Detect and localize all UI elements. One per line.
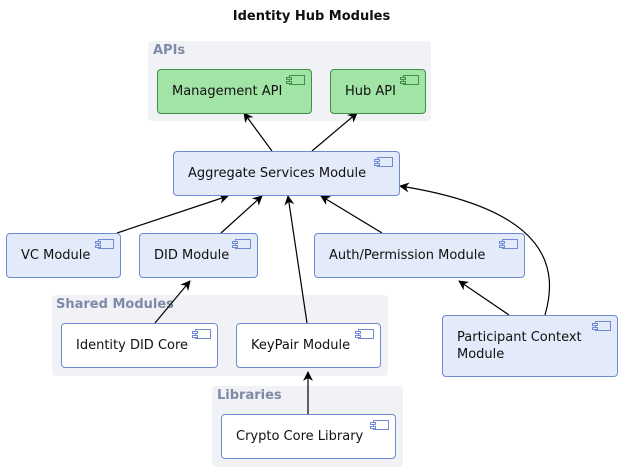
component-icon xyxy=(499,239,518,249)
vc-module-component[interactable]: VC Module xyxy=(6,233,121,278)
diagram-title: Identity Hub Modules xyxy=(232,9,391,24)
vc-module-label: VC Module xyxy=(21,248,91,263)
keypair-module-component[interactable]: KeyPair Module xyxy=(236,323,381,368)
group-apis-label: APIs xyxy=(153,43,186,58)
auth-permission-module-component[interactable]: Auth/Permission Module xyxy=(314,233,525,278)
arrow-vc-to-aggregate xyxy=(116,194,229,234)
crypto-core-library-label: Crypto Core Library xyxy=(236,429,364,444)
arrow-identity-did-core-to-did xyxy=(154,280,191,324)
aggregate-services-module-component[interactable]: Aggregate Services Module xyxy=(173,151,400,196)
identity-did-core-label: Identity DID Core xyxy=(76,338,189,353)
aggregate-services-module-label: Aggregate Services Module xyxy=(188,166,367,181)
component-icon xyxy=(232,239,251,249)
component-icon xyxy=(400,75,419,85)
component-icon xyxy=(286,75,305,85)
auth-permission-module-label: Auth/Permission Module xyxy=(329,248,486,263)
hub-api-component[interactable]: Hub API xyxy=(330,69,426,114)
arrow-auth-to-aggregate xyxy=(320,195,383,234)
component-icon xyxy=(95,239,114,249)
participant-context-module-label: Participant Context Module xyxy=(457,330,582,362)
arrow-participant-to-auth xyxy=(458,280,510,316)
did-module-label: DID Module xyxy=(154,248,230,263)
arrow-aggregate-to-hub-api xyxy=(311,112,358,152)
management-api-label: Management API xyxy=(172,84,283,99)
crypto-core-library-component[interactable]: Crypto Core Library xyxy=(221,414,396,459)
group-libraries-label: Libraries xyxy=(217,388,282,403)
identity-did-core-component[interactable]: Identity DID Core xyxy=(61,323,218,368)
did-module-component[interactable]: DID Module xyxy=(139,233,258,278)
component-icon xyxy=(374,157,393,167)
arrow-keypair-to-aggregate xyxy=(284,195,308,324)
component-icon xyxy=(192,329,211,339)
group-shared-modules-label: Shared Modules xyxy=(56,297,174,312)
participant-context-module-component[interactable]: Participant Context Module xyxy=(442,315,618,377)
management-api-component[interactable]: Management API xyxy=(157,69,312,114)
arrow-aggregate-to-management-api xyxy=(243,112,273,152)
component-icon xyxy=(355,329,374,339)
keypair-module-label: KeyPair Module xyxy=(251,338,351,353)
component-icon xyxy=(370,420,389,430)
arrow-participant-to-aggregate xyxy=(399,182,551,316)
hub-api-label: Hub API xyxy=(345,84,396,99)
arrow-did-to-aggregate xyxy=(220,195,263,234)
component-icon xyxy=(592,321,611,331)
